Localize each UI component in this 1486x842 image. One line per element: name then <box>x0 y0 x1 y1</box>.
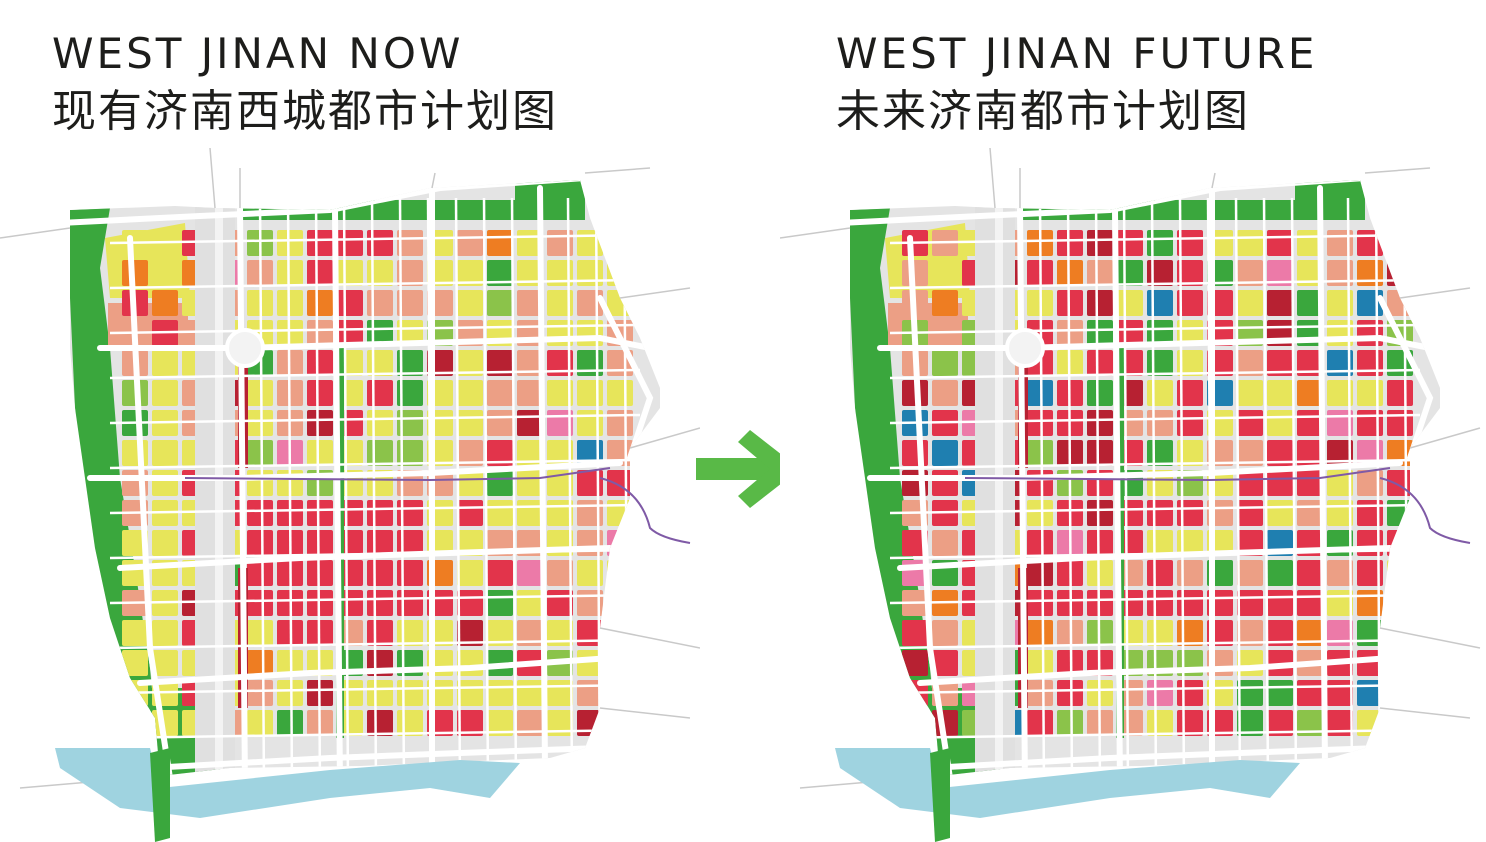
left-panel: WEST JINAN NOW 现有济南西城都市计划图 <box>0 0 700 842</box>
current-land-use-map <box>0 148 700 842</box>
future-plan-title-zh: 未来济南都市计划图 <box>836 86 1250 137</box>
future-land-use-map <box>780 148 1481 842</box>
current-plan-title-en: WEST JINAN NOW <box>52 29 464 78</box>
right-arrow-icon <box>696 430 800 508</box>
future-plan-title-en: WEST JINAN FUTURE <box>836 29 1318 78</box>
right-panel: WEST JINAN FUTURE 未来济南都市计划图 <box>780 0 1486 842</box>
current-plan-title-zh: 现有济南西城都市计划图 <box>52 86 558 137</box>
